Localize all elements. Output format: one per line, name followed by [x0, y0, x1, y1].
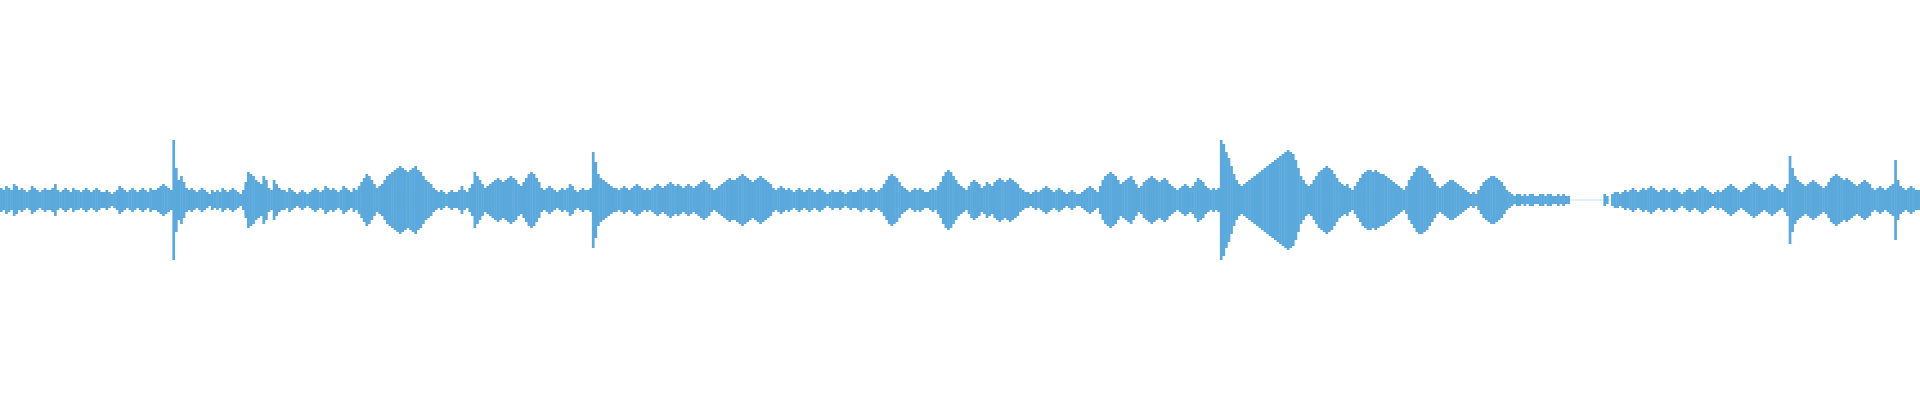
waveform-bars	[0, 140, 1920, 260]
